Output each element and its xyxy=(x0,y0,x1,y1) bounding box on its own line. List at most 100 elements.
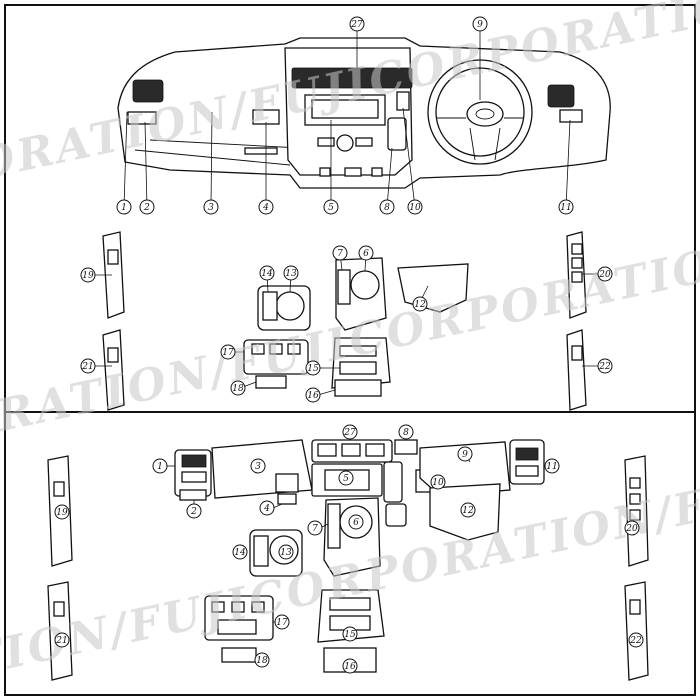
callout-circle xyxy=(457,446,473,462)
callout-circle xyxy=(54,632,70,648)
callout-number: 17 xyxy=(276,618,288,628)
callout-number: 18 xyxy=(232,384,244,394)
callout-21: 21 xyxy=(80,358,96,374)
callout-8: 8 xyxy=(398,424,414,440)
callout-number: 11 xyxy=(560,203,571,213)
callout-number: 3 xyxy=(255,462,261,472)
callout-circle xyxy=(305,360,321,376)
callout-circle xyxy=(430,474,446,490)
callout-number: 18 xyxy=(256,656,268,666)
callout-number: 5 xyxy=(328,203,334,213)
callout-circle xyxy=(342,626,358,642)
callout-circle xyxy=(342,658,358,674)
callout-11: 11 xyxy=(544,458,560,474)
callout-number: 10 xyxy=(409,203,421,213)
dashboard-drawing xyxy=(117,30,611,208)
callout-12: 12 xyxy=(412,296,428,312)
callout-circle xyxy=(258,199,274,215)
callout-circle xyxy=(80,267,96,283)
callout-circle xyxy=(230,380,246,396)
callout-9: 9 xyxy=(457,446,473,462)
callout-circle xyxy=(232,544,248,560)
door-switch-lower-left xyxy=(95,329,125,411)
callout-number: 16 xyxy=(344,662,356,672)
callout-number: 4 xyxy=(263,504,270,514)
callout-number: 2 xyxy=(143,203,150,213)
door-switch-upper-left xyxy=(95,231,125,319)
callout-16: 16 xyxy=(342,658,358,674)
callout-number: 21 xyxy=(81,362,93,372)
callout-circle xyxy=(379,199,395,215)
callout-number: 15 xyxy=(307,364,319,374)
parts-15-16-upper xyxy=(317,337,391,397)
callout-circle xyxy=(283,265,299,281)
callout-5: 5 xyxy=(323,199,339,215)
callout-2: 2 xyxy=(186,503,202,519)
door-switch-upper-right xyxy=(566,231,600,319)
callout-circle xyxy=(332,245,348,261)
callout-12: 12 xyxy=(460,502,476,518)
callout-circle xyxy=(152,458,168,474)
callout-22: 22 xyxy=(597,358,613,374)
callout-number: 27 xyxy=(350,20,363,30)
parts-6-7-upper xyxy=(335,252,387,331)
callout-number: 10 xyxy=(432,478,444,488)
callout-number: 9 xyxy=(462,450,468,460)
callout-number: 15 xyxy=(344,630,356,640)
callout-number: 12 xyxy=(462,506,474,516)
callout-circle xyxy=(54,504,70,520)
callout-8: 8 xyxy=(379,199,395,215)
parts-13-14-upper xyxy=(257,272,311,331)
callout-27: 27 xyxy=(349,16,365,32)
callout-7: 7 xyxy=(332,245,348,261)
callout-15: 15 xyxy=(342,626,358,642)
callout-number: 8 xyxy=(403,428,409,438)
callout-circle xyxy=(348,514,364,530)
callout-circle xyxy=(305,387,321,403)
callout-circle xyxy=(628,632,644,648)
callout-number: 14 xyxy=(261,269,273,279)
callout-circle xyxy=(80,358,96,374)
callout-number: 22 xyxy=(598,362,611,372)
callout-circle xyxy=(220,344,236,360)
callout-number: 21 xyxy=(55,636,67,646)
callout-20: 20 xyxy=(624,520,640,536)
callout-2: 2 xyxy=(139,199,155,215)
callout-circle xyxy=(398,424,414,440)
callout-number: 7 xyxy=(312,524,318,534)
callout-16: 16 xyxy=(305,387,321,403)
callout-number: 8 xyxy=(384,203,390,213)
callout-circle xyxy=(278,544,294,560)
door-switch-lower-right xyxy=(566,329,600,411)
callout-circle xyxy=(472,16,488,32)
callout-number: 6 xyxy=(363,249,369,259)
callout-number: 1 xyxy=(121,203,127,213)
callout-11: 11 xyxy=(558,199,574,215)
callout-circle xyxy=(139,199,155,215)
callout-number: 2 xyxy=(190,507,197,517)
callout-circle xyxy=(259,265,275,281)
callout-number: 19 xyxy=(56,508,68,518)
callout-18: 18 xyxy=(254,652,270,668)
callout-circle xyxy=(558,199,574,215)
callout-17: 17 xyxy=(274,614,290,630)
callout-18: 18 xyxy=(230,380,246,396)
callout-number: 14 xyxy=(234,548,246,558)
callout-circle xyxy=(412,296,428,312)
callout-19: 19 xyxy=(54,504,70,520)
callout-number: 12 xyxy=(414,300,426,310)
callout-circle xyxy=(259,500,275,516)
callout-number: 13 xyxy=(280,548,292,558)
callout-circle xyxy=(349,16,365,32)
callout-number: 20 xyxy=(625,524,638,534)
callout-3: 3 xyxy=(250,458,266,474)
callout-13: 13 xyxy=(283,265,299,281)
callout-14: 14 xyxy=(259,265,275,281)
callout-number: 20 xyxy=(598,270,611,280)
exploded-parts xyxy=(47,439,649,681)
callout-circle xyxy=(254,652,270,668)
callout-15: 15 xyxy=(305,360,321,376)
callout-circle xyxy=(338,470,354,486)
